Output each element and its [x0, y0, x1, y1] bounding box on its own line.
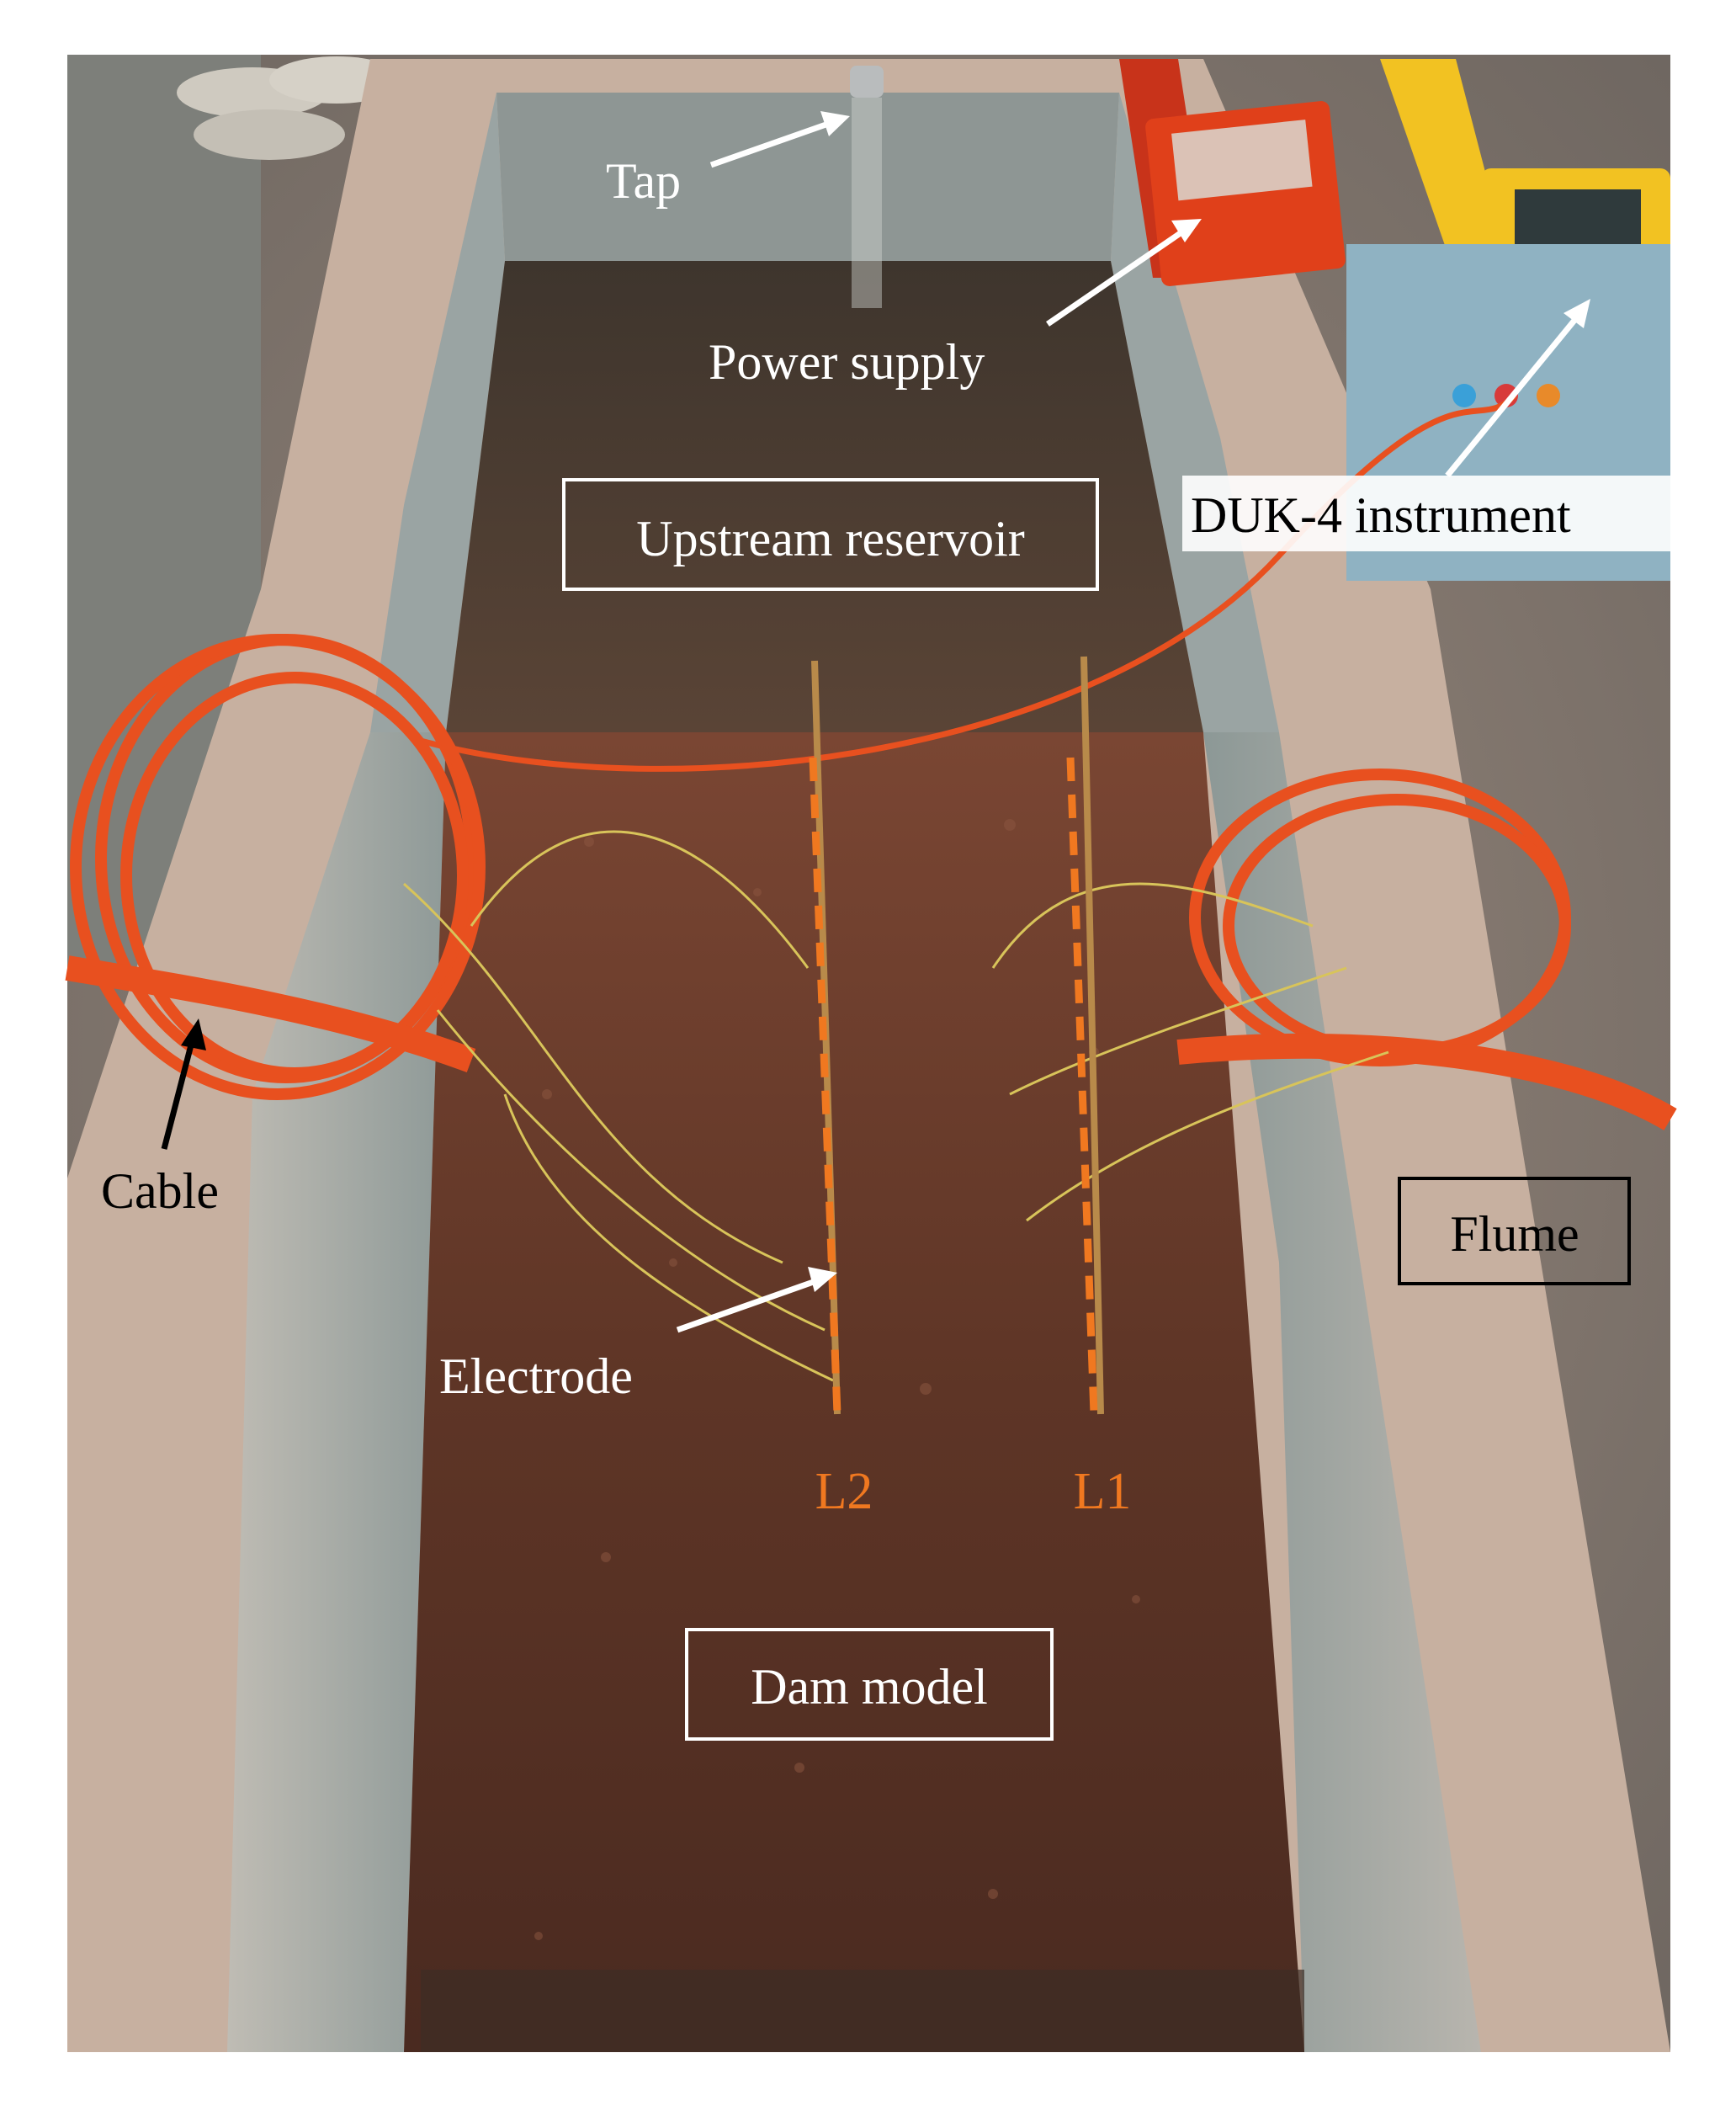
cable-coil-right	[1176, 768, 1677, 1130]
duk4-instrument-label: DUK-4 instrument	[1191, 487, 1571, 543]
line-l2-label: L2	[815, 1463, 873, 1520]
line-l1-label: L1	[1074, 1463, 1132, 1520]
tap-label: Tap	[606, 153, 681, 209]
dam-model-box	[685, 1628, 1054, 1741]
duk4-arrow-head	[1563, 299, 1590, 328]
electrode-line-l1	[1066, 656, 1104, 1415]
power-supply-label: Power supply	[709, 334, 985, 390]
flume-right-inner-wall	[1203, 732, 1481, 2052]
tap-arrow-head	[820, 111, 850, 136]
dam-model-label: Dam model	[751, 1659, 988, 1715]
electrode-line-l2	[809, 660, 841, 1415]
cable-run	[420, 393, 1517, 772]
electrode-label: Electrode	[439, 1348, 633, 1404]
power-supply-arrow-head	[1171, 219, 1202, 242]
cable-arrow-head	[181, 1018, 206, 1050]
cable-coil-left	[65, 634, 486, 1100]
upstream-reservoir-label: Upstream reservoir	[636, 511, 1025, 566]
downstream-water	[421, 1970, 1304, 2052]
duk4-arrow-line	[1445, 311, 1583, 478]
electrode-arrow-line	[676, 1276, 822, 1333]
water-stream	[852, 98, 882, 308]
reservoir-water	[446, 261, 1203, 732]
cable-arrow-line	[161, 1034, 197, 1150]
reservoir-left-wall	[370, 93, 505, 732]
duk4-label-backdrop	[1182, 476, 1670, 551]
power-supply-arrow-line	[1046, 226, 1188, 327]
upstream-reservoir-box	[562, 478, 1099, 591]
flume-box	[1398, 1177, 1631, 1285]
electrode-arrow-head	[808, 1267, 837, 1292]
flume-label: Flume	[1450, 1206, 1579, 1262]
cable-label: Cable	[101, 1163, 219, 1219]
reservoir-back-wall	[496, 93, 1119, 261]
tap-arrow-line	[709, 119, 835, 168]
tap	[850, 66, 884, 98]
